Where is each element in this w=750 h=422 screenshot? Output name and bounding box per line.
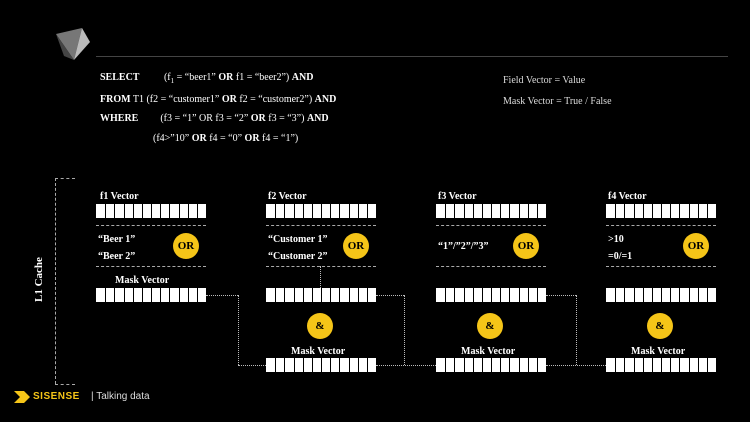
sql-keyword-or: OR [244,133,260,144]
sql-text: (f [163,72,171,83]
sql-keyword-from: FROM [100,94,131,105]
connector-f1-mask-right [206,295,238,296]
f3-or-badge: OR [513,233,539,259]
sql-keyword-or: OR [218,72,234,83]
connector-f3-mask-right [546,295,576,296]
f3-divider-top [436,225,546,226]
f2-vector-title: f2 Vector [268,191,307,202]
sql-text: T1 (f2 = “customer1” [130,94,222,105]
f1-divider-top [96,225,206,226]
result-mask-cells-1 [266,358,376,372]
sql-line-3: WHERE(f3 = “1” OR f3 = “2” OR f3 = “3”) … [100,113,329,124]
connector-f3-mask-down [576,295,577,365]
f2-mask-cells [266,288,376,302]
f4-mask-cells [606,288,716,302]
sql-text: = “beer1” [174,72,219,83]
sql-text: (f4>”10” [153,133,192,144]
sisense-logo-icon [14,391,30,403]
sql-keyword-and: AND [306,113,329,124]
sql-line-1: SELECT (f1 = “beer1” OR f1 = “beer2”) AN… [100,72,313,85]
cache-bracket-line [55,178,56,384]
f4-or-badge: OR [683,233,709,259]
connector-f1-mask-down [238,295,239,365]
sql-text: f2 = “customer2”) [236,94,315,105]
sql-keyword-where: WHERE [100,113,139,124]
connector-result2-to-result3 [546,365,606,366]
sql-text: f4 = “1”) [259,133,299,144]
f1-vector-cells [96,204,206,218]
f3-mask-cells [436,288,546,302]
f1-divider-bottom [96,266,206,267]
footer-tagline: | Talking data [91,391,150,402]
sql-keyword-and: AND [291,72,314,83]
f3-vector-cells [436,204,546,218]
sql-line-2: FROM T1 (f2 = “customer1” OR f2 = “custo… [100,94,336,105]
and-badge-1: & [307,313,333,339]
f1-mask-title: Mask Vector [115,275,170,286]
f2-or-badge: OR [343,233,369,259]
f3-divider-bottom [436,266,546,267]
f4-divider-bottom [606,266,716,267]
f4-divider-top [606,225,716,226]
f1-mask-cells [96,288,206,302]
sql-keyword-and: AND [314,94,337,105]
f3-value-1: “1”/”2”/”3” [438,241,489,252]
f4-value-2: =0/=1 [608,251,633,262]
result-mask-title-3: Mask Vector [631,346,686,357]
cache-bracket-bottom [55,384,75,385]
connector-f2-mask-down [404,295,405,365]
connector-f2-mask-right [376,295,404,296]
result-mask-title-1: Mask Vector [291,346,346,357]
sql-subscript: 1 [170,77,175,85]
legend-mask-vector: Mask Vector = True / False [503,96,612,107]
f2-divider-bottom [266,266,376,267]
legend-field-vector: Field Vector = Value [503,75,586,86]
f4-vector-title: f4 Vector [608,191,647,202]
sql-keyword-or: OR [221,94,237,105]
sql-keyword-or: OR [191,133,207,144]
f3-vector-title: f3 Vector [438,191,477,202]
f2-connector [320,266,321,288]
sql-text: f3 = “3”) [265,113,307,124]
sql-line-4: (f4>”10” OR f4 = “0” OR f4 = “1”) [153,133,298,144]
connector-result1-to-result2 [376,365,436,366]
cache-bracket-top [55,178,75,179]
f2-value-1: “Customer 1” [268,234,328,245]
result-mask-cells-3 [606,358,716,372]
sql-keyword-or: OR [250,113,266,124]
f1-or-badge: OR [173,233,199,259]
result-mask-cells-2 [436,358,546,372]
sql-text: f1 = “beer2”) [233,72,292,83]
sql-keyword-select: SELECT [100,72,140,83]
result-mask-title-2: Mask Vector [461,346,516,357]
f4-vector-cells [606,204,716,218]
f1-vector-title: f1 Vector [100,191,139,202]
f1-value-1: “Beer 1” [98,234,136,245]
connector-f1-to-result1 [238,365,266,366]
header-rule [96,56,728,57]
footer-brand: SISENSE [33,391,80,402]
f2-vector-cells [266,204,376,218]
and-badge-3: & [647,313,673,339]
sql-text: f4 = “0” [206,133,245,144]
logo-icon [56,28,90,60]
f1-value-2: “Beer 2” [98,251,136,262]
f4-value-1: >10 [608,234,624,245]
cache-label: L1 Cache [33,257,45,302]
f2-value-2: “Customer 2” [268,251,328,262]
sql-text: (f3 = “1” OR f3 = “2” [160,113,251,124]
f2-divider-top [266,225,376,226]
and-badge-2: & [477,313,503,339]
